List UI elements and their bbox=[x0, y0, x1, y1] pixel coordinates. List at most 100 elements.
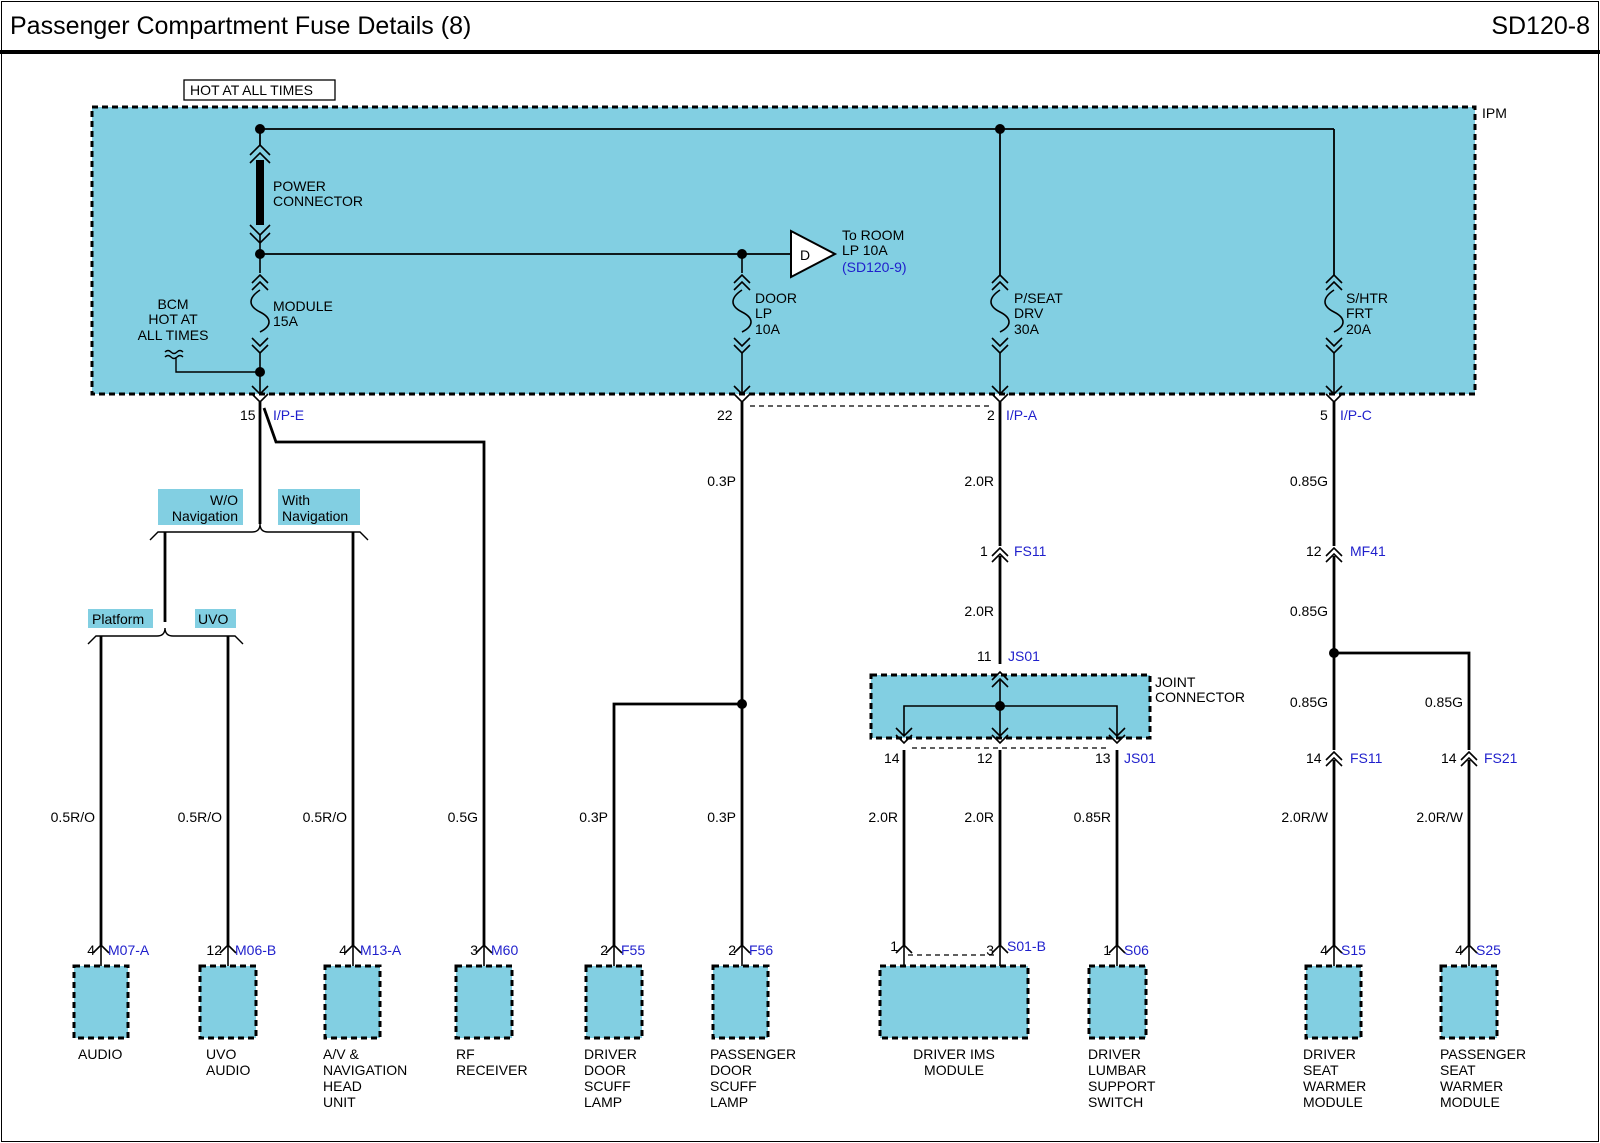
drv_scuff-name-label: DRIVER bbox=[584, 1046, 637, 1062]
conn-fs11-b-link[interactable]: FS11 bbox=[1350, 750, 1383, 766]
ipm-box bbox=[90, 105, 1477, 396]
uvo-component-box[interactable] bbox=[198, 964, 258, 1040]
pass_warmer-component-box[interactable] bbox=[1439, 964, 1499, 1040]
drv_warmer-pin-chevron bbox=[1325, 943, 1343, 954]
drv_warmer-connector-link[interactable]: S15 bbox=[1341, 942, 1366, 958]
drv_scuff-name-label: LAMP bbox=[584, 1094, 622, 1110]
power-connector-symbol bbox=[249, 143, 271, 254]
conn-fs11-a-link[interactable]: FS11 bbox=[1014, 543, 1047, 559]
av-component-box[interactable] bbox=[323, 964, 382, 1040]
av-pin-chevron bbox=[344, 943, 362, 954]
wire-label: 0.5R/O bbox=[303, 809, 347, 825]
wire-label: 2.0R bbox=[964, 809, 994, 825]
pass_scuff-pin-number: 2 bbox=[728, 942, 736, 958]
av-connector-link[interactable]: M13-A bbox=[360, 942, 402, 958]
lumbar-pin-chevron bbox=[1108, 943, 1126, 954]
audio-connector-link[interactable]: M07-A bbox=[108, 942, 150, 958]
conn-js01-out-link[interactable]: JS01 bbox=[1124, 750, 1156, 766]
conn-mf41-link[interactable]: MF41 bbox=[1350, 543, 1386, 559]
fuse-door-lp-symbol bbox=[732, 254, 752, 394]
pass_warmer-connector-link[interactable]: S25 bbox=[1476, 942, 1501, 958]
option-platform-label: Platform bbox=[92, 611, 144, 627]
uvo-connector-link[interactable]: M06-B bbox=[235, 942, 276, 958]
pass_scuff-component-box[interactable] bbox=[711, 964, 770, 1040]
conn-ipc-link[interactable]: I/P-C bbox=[1340, 407, 1372, 423]
wire-label: 0.85G bbox=[1290, 603, 1328, 619]
conn-fs21-link[interactable]: FS21 bbox=[1484, 750, 1518, 766]
fuse-door-lp-label: DOOR bbox=[755, 290, 797, 306]
bcm-label: BCM bbox=[157, 296, 188, 312]
fuse-module-label: MODULE bbox=[273, 298, 333, 314]
ipm-label: IPM bbox=[1482, 105, 1507, 121]
rf-name-label: RF bbox=[456, 1046, 475, 1062]
pass_warmer-pin-number: 4 bbox=[1455, 942, 1463, 958]
ims-component-box[interactable] bbox=[878, 964, 1030, 1040]
lumbar-connector-link[interactable]: S06 bbox=[1124, 942, 1149, 958]
drv_scuff-component-box[interactable] bbox=[584, 964, 644, 1040]
inline-connectors-shtr bbox=[1325, 546, 1478, 767]
pass_scuff-connector-link[interactable]: F56 bbox=[749, 942, 773, 958]
drv_scuff-connector-link[interactable]: F55 bbox=[621, 942, 645, 958]
uvo-name-label: AUDIO bbox=[206, 1062, 250, 1078]
audio-component-box[interactable] bbox=[72, 964, 130, 1040]
wire-label: 0.85G bbox=[1425, 694, 1463, 710]
rf-component-box[interactable] bbox=[454, 964, 514, 1040]
wire-label: 0.85R bbox=[1074, 809, 1111, 825]
av-name-label: UNIT bbox=[323, 1094, 356, 1110]
wiring-pseat bbox=[902, 402, 1119, 945]
to-room-ref-link[interactable]: (SD120-9) bbox=[842, 259, 907, 275]
bcm-label: ALL TIMES bbox=[138, 327, 209, 343]
wiring-door bbox=[612, 402, 744, 945]
junction-dot bbox=[995, 701, 1005, 711]
fuse-shtr-label: FRT bbox=[1346, 305, 1373, 321]
page-title: Passenger Compartment Fuse Details (8) bbox=[10, 12, 472, 40]
lumbar-name-label: SUPPORT bbox=[1088, 1078, 1156, 1094]
joint-connector-label: CONNECTOR bbox=[1155, 689, 1245, 705]
ims-name-label: DRIVER IMS bbox=[913, 1046, 995, 1062]
pass_scuff-name-label: DOOR bbox=[710, 1062, 752, 1078]
joint-connector-label: JOINT bbox=[1155, 674, 1196, 690]
drv_warmer-name-label: SEAT bbox=[1303, 1062, 1339, 1078]
audio-pin-chevron bbox=[92, 943, 110, 954]
av-name-label: NAVIGATION bbox=[323, 1062, 407, 1078]
fuse-module-label: 15A bbox=[273, 313, 299, 329]
conn-ipe-link[interactable]: I/P-E bbox=[273, 407, 304, 423]
joint-connector-internal bbox=[895, 670, 1126, 745]
wire-label: 0.85G bbox=[1290, 473, 1328, 489]
rf-connector-link[interactable]: M60 bbox=[491, 942, 518, 958]
rf-pin-chevron bbox=[475, 943, 493, 954]
lumbar-pin-number: 1 bbox=[1103, 942, 1111, 958]
audio-pin-number: 4 bbox=[87, 942, 95, 958]
lumbar-name-label: LUMBAR bbox=[1088, 1062, 1146, 1078]
power-connector-label: POWER bbox=[273, 178, 326, 194]
junction-dot bbox=[255, 367, 265, 377]
drv_warmer-name-label: WARMER bbox=[1303, 1078, 1366, 1094]
lumbar-name-label: SWITCH bbox=[1088, 1094, 1143, 1110]
fuse-pseat-symbol bbox=[990, 273, 1010, 394]
ims-pin-number: 1 bbox=[890, 938, 898, 954]
drv_warmer-name-label: MODULE bbox=[1303, 1094, 1363, 1110]
fuse-shtr-label: 20A bbox=[1346, 321, 1372, 337]
rf-pin-number: 3 bbox=[470, 942, 478, 958]
drv_scuff-pin-chevron bbox=[605, 943, 623, 954]
option-uvo-label: UVO bbox=[198, 611, 228, 627]
power-connector-bar bbox=[256, 160, 264, 225]
junction-dot bbox=[1329, 648, 1339, 658]
conn-js01-in-link[interactable]: JS01 bbox=[1008, 648, 1040, 664]
fuse-pseat-label: 30A bbox=[1014, 321, 1040, 337]
option-wo-nav-box bbox=[158, 489, 243, 525]
ims-connector-link[interactable]: S01-B bbox=[1007, 938, 1046, 954]
fuse-door-lp-label: 10A bbox=[755, 321, 781, 337]
fuse-pseat-label: DRV bbox=[1014, 305, 1044, 321]
ims-pin-chevron bbox=[895, 943, 913, 954]
drv_warmer-component-box[interactable] bbox=[1304, 964, 1363, 1040]
wire-label: 2.0R/W bbox=[1281, 809, 1328, 825]
lumbar-component-box[interactable] bbox=[1087, 964, 1148, 1040]
wire-label: 0.5G bbox=[448, 809, 478, 825]
option-wo-nav-label: W/O bbox=[210, 492, 238, 508]
conn-ipa-link[interactable]: I/P-A bbox=[1006, 407, 1038, 423]
option-with-nav-label: With bbox=[282, 492, 310, 508]
